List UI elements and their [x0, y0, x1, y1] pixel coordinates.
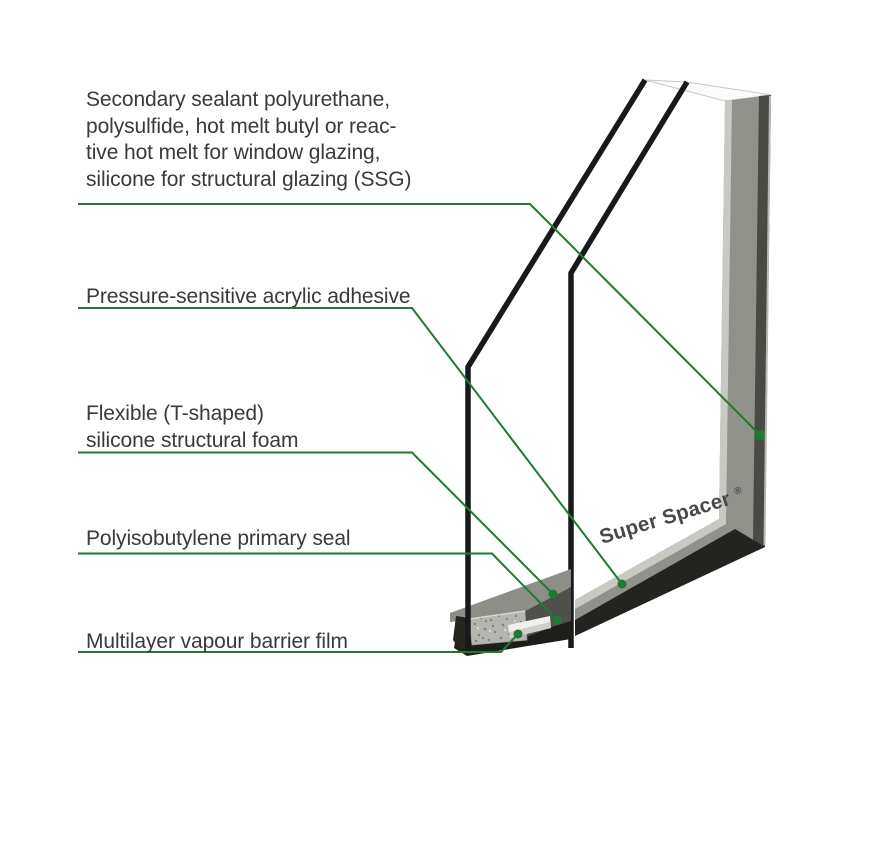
leader-line-barrier-film — [78, 633, 519, 653]
registered-mark: ® — [733, 485, 744, 498]
leader-dots — [513, 430, 765, 639]
leader-dot-barrier-film — [513, 629, 523, 639]
label-line: Pressure-sensitive acrylic adhesive — [86, 285, 411, 308]
leader-dot-secondary-sealant — [755, 430, 765, 440]
foam-top-highlight — [468, 610, 526, 620]
leader-dot-primary-seal — [552, 615, 562, 625]
leader-line-secondary-sealant — [78, 203, 761, 436]
leader-line-primary-seal — [78, 552, 558, 621]
label-barrier-film: Multilayer vapour barrier film — [86, 629, 348, 656]
leader-line-acrylic-adhesive — [78, 307, 623, 585]
label-line: Flexible (T-shaped) — [86, 402, 264, 425]
leader-dot-acrylic-adhesive — [617, 579, 627, 589]
leader-line-silicone-foam — [78, 451, 554, 595]
label-line: tive hot melt for window glazing, — [86, 141, 381, 164]
label-line: Secondary sealant polyurethane, — [86, 88, 390, 111]
label-primary-seal: Polyisobutylene primary seal — [86, 526, 351, 553]
label-line: polysulfide, hot melt butyl or reac- — [86, 114, 397, 138]
foam-speckles-light — [476, 620, 516, 633]
frame-bottom-seal — [575, 529, 765, 636]
label-secondary-sealant: Secondary sealant polyurethane, polysulf… — [86, 87, 412, 193]
label-line: Polyisobutylene primary seal — [86, 527, 351, 550]
leader-dot-silicone-foam — [548, 589, 558, 599]
label-silicone-foam: Flexible (T-shaped) silicone structural … — [86, 401, 298, 454]
label-acrylic-adhesive: Pressure-sensitive acrylic adhesive — [86, 284, 411, 311]
label-line: Multilayer vapour barrier film — [86, 630, 348, 653]
column-outer-highlight — [763, 95, 771, 546]
label-line: silicone for structural glazing (SSG) — [86, 167, 412, 191]
front-glass-pane — [465, 78, 648, 651]
label-line: silicone structural foam — [86, 428, 299, 452]
back-glass-pane — [568, 80, 690, 648]
